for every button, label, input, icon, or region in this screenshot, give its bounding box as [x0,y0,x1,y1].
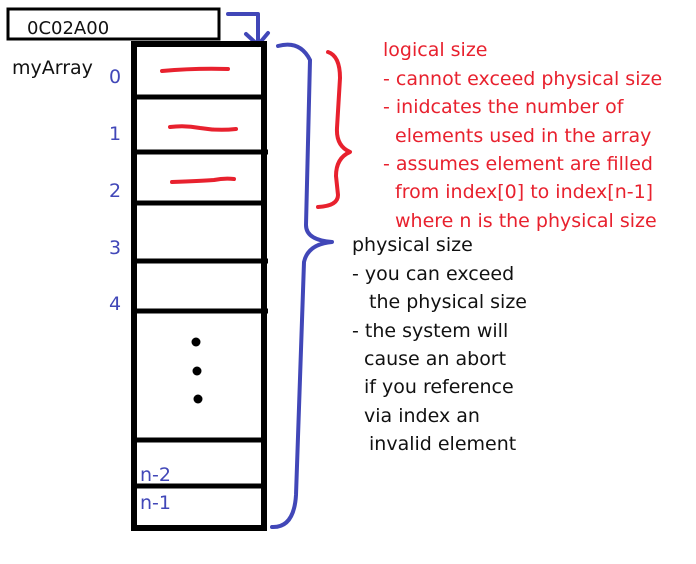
index-label: 4 [109,293,122,315]
note-line: cause an abort [364,348,507,370]
note-line: - inidcates the number of [383,96,624,118]
arrow-down-icon [226,12,260,46]
index-label: 3 [109,237,122,259]
logical-size-brace [316,50,352,209]
note-line: logical size [383,39,488,61]
index-label: 2 [109,180,122,202]
note-line: invalid element [369,433,517,455]
address-box [6,7,221,41]
index-label: 0 [109,66,122,88]
note-line: if you reference [364,376,514,398]
physical-size-brace [270,42,334,529]
note-line: via index an [364,405,480,427]
used-cell-mark [170,176,236,184]
note-line: - assumes element are filled [383,153,653,175]
note-line: elements used in the array [395,125,652,147]
ellipsis-dots-icon [191,337,203,404]
note-line: - cannot exceed physical size [383,68,663,90]
note-line: - the system will [352,320,509,342]
note-line: - you can exceed [352,263,515,285]
note-line: the physical size [369,291,527,313]
used-cell-mark [160,66,230,73]
note-line: from index[0] to index[n-1] [395,181,654,203]
note-line: where n is the physical size [395,210,657,232]
array-variable-name: myArray [12,57,93,79]
index-label: n-2 [140,464,171,486]
array-box [131,41,267,531]
index-label: n-1 [140,492,171,514]
index-label: 1 [109,123,122,145]
pointer-address: 0C02A00 [27,18,110,39]
used-cell-mark [168,124,238,132]
note-line: physical size [352,234,473,256]
